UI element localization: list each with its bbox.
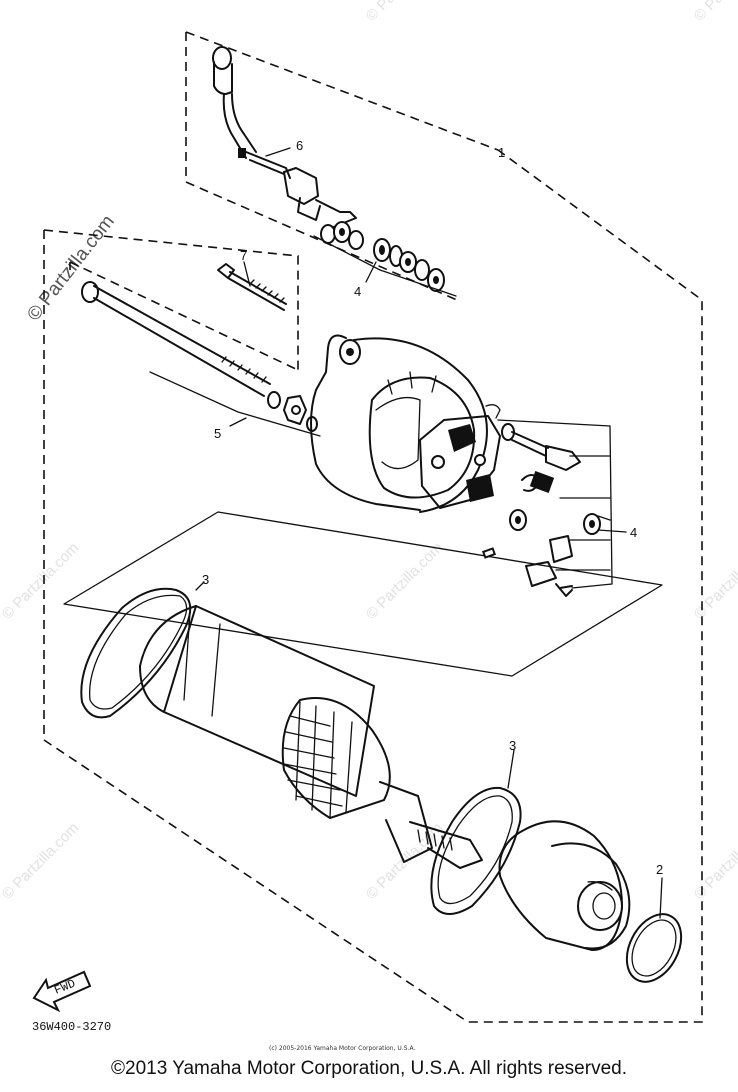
- callout-label: 2: [656, 862, 663, 877]
- callout-label: 6: [296, 138, 303, 153]
- callout-label: 3: [202, 572, 209, 587]
- faint-watermark: © Partzilla.com: [363, 539, 446, 622]
- lead-wire-part: [212, 46, 357, 231]
- part-code: 36W400-3270: [32, 1020, 111, 1034]
- small-copyright: (c) 2005-2016 Yamaha Motor Corporation, …: [269, 1045, 415, 1052]
- rear-cover: [310, 334, 501, 513]
- faint-watermark: © Partzilla.com: [363, 0, 446, 25]
- through-bolt-part-5: [81, 281, 321, 437]
- callout-label: 4: [630, 525, 637, 540]
- callout-label: 4: [354, 284, 361, 299]
- faint-watermark: © Partzilla.com: [0, 539, 82, 622]
- o-ring-center: [430, 786, 522, 915]
- callout-label: 3: [509, 738, 516, 753]
- assembly-dashed-outline: [43, 31, 703, 1023]
- bottom-copyright: ©2013 Yamaha Motor Corporation, U.S.A. A…: [111, 1058, 627, 1079]
- yoke-armature: [139, 605, 483, 869]
- faint-watermark: © Partzilla.com: [691, 0, 738, 25]
- callout-labels: 1 2 3 3 4 4 5 6 7: [202, 138, 663, 877]
- callout-label: 7: [240, 248, 247, 263]
- brush-parts: [481, 419, 613, 597]
- bolt-part-7: [217, 263, 287, 311]
- fwd-arrow-icon: FWD: [32, 970, 92, 1013]
- o-ring-part-2: [625, 913, 683, 983]
- faint-watermark: © Partzilla.com: [691, 539, 738, 622]
- faint-watermark: © Partzilla.com: [691, 819, 738, 902]
- brush-holder-group-box: [63, 511, 663, 677]
- washer-set-upper: [313, 221, 457, 297]
- front-cover: [498, 820, 631, 951]
- partzilla-watermark: © Partzilla.com: [23, 211, 118, 325]
- faint-watermarks: © Partzilla.com © Partzilla.com © Partzi…: [0, 0, 738, 903]
- faint-watermark: © Partzilla.com: [0, 819, 82, 902]
- callout-label: 5: [214, 426, 221, 441]
- callout-label: 1: [498, 145, 505, 160]
- leader-lines: [195, 147, 663, 919]
- o-ring-upper: [80, 587, 192, 719]
